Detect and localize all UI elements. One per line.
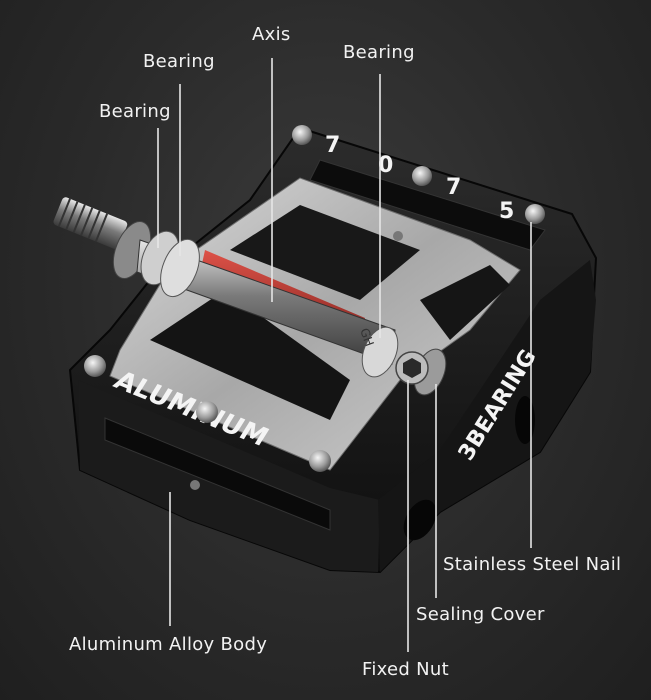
steel-nail (196, 401, 218, 423)
steel-nail (292, 125, 312, 145)
engraving-digit: 0 (378, 153, 393, 178)
steel-nail (525, 204, 545, 224)
label-bearing-top-left: Bearing (143, 51, 215, 72)
spindle-mark: GH (357, 326, 376, 348)
pedal-right-face (378, 260, 596, 572)
label-sealing-cover: Sealing Cover (416, 604, 545, 625)
label-axis: Axis (252, 24, 291, 45)
pedal-cutout-left (150, 290, 350, 420)
steel-nail (84, 355, 106, 377)
pedal-cutout-right (420, 265, 510, 340)
label-bearing-left: Bearing (99, 101, 171, 122)
label-bearing-right: Bearing (343, 42, 415, 63)
spindle: GH (53, 197, 447, 396)
engraving-digit: 5 (499, 199, 514, 224)
label-fixed-nut: Fixed Nut (362, 659, 449, 680)
engraving-digit: 7 (325, 133, 340, 158)
steel-nail (190, 480, 200, 490)
steel-nail (412, 166, 432, 186)
steel-nail (393, 231, 403, 241)
side-hole (515, 396, 535, 444)
steel-nail (309, 450, 331, 472)
engraving-digit: 7 (446, 175, 461, 200)
threaded-end (53, 197, 128, 249)
side-hole (403, 499, 437, 541)
fixed-nut (395, 351, 429, 385)
bearing-outer (160, 238, 200, 298)
steel-nails (84, 125, 545, 490)
front-slot (104, 417, 331, 531)
bearing-end (361, 326, 399, 378)
label-aluminum-alloy-body: Aluminum Alloy Body (69, 634, 268, 655)
pedal-cutout-top (230, 205, 420, 300)
label-stainless-steel-nail: Stainless Steel Nail (443, 554, 622, 575)
top-slot (309, 159, 546, 251)
